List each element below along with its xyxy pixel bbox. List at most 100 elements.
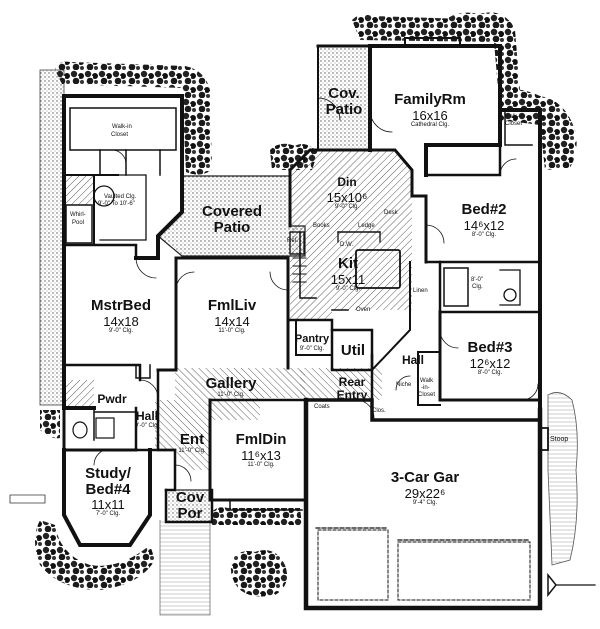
room-name: Ent <box>179 431 205 448</box>
bed3-closet-label-a: Walk <box>420 378 434 384</box>
top-right-shrubs <box>448 12 512 40</box>
room-master-bed: MstrBed 14x18 9'-0" Clg. <box>76 298 166 335</box>
room-name: Pantry <box>294 333 330 345</box>
bed3-closet-label-b: -in- <box>421 385 430 391</box>
right-shrubs <box>498 88 577 170</box>
room-name: Hall <box>135 409 158 423</box>
room-fmlliv: FmlLiv 14x14 11'-0" Clg. <box>192 298 272 335</box>
room-name: Din <box>337 175 357 189</box>
room-name-b: Por <box>177 504 203 522</box>
vaulted-ceiling-label: Vaulted Clg. <box>104 194 137 200</box>
room-ceiling: 8'-0" Clg. <box>471 232 497 239</box>
room-ceiling: 9'-0" Clg. <box>134 422 160 429</box>
bed3-closet-label-c: Closet <box>418 392 436 398</box>
front-walk <box>159 520 211 616</box>
room-name-a: Rear <box>338 375 366 389</box>
coats-label: Coats <box>314 404 330 410</box>
landscaping <box>9 12 578 616</box>
room-gallery: Gallery 11'-0" Clg. <box>196 376 266 398</box>
room-size: 11⁶x13 <box>241 447 281 463</box>
room-bed3: Bed#3 12⁶x12 8'-0" Clg. <box>450 340 530 377</box>
kitchen-tile <box>290 248 412 320</box>
master-bath-tile <box>66 175 94 205</box>
ledge-label: Ledge <box>358 223 375 229</box>
room-name-a: Covered <box>201 203 263 220</box>
room-name: 3-Car Gar <box>390 469 460 486</box>
stoop-label: Stoop <box>550 436 569 443</box>
room-study: Study/ Bed#4 11x11 7'-0" Clg. <box>70 466 146 517</box>
room-name-a: Study/ <box>85 465 131 482</box>
room-size: 16x16 <box>412 107 448 123</box>
room-ceiling: 9'-0" Clg. <box>299 345 325 352</box>
porch-shrubs <box>210 507 302 525</box>
vaulted-ceiling-height: 9'-0" To 10'-6" <box>98 201 135 207</box>
room-ceiling: 9'-0" Clg. <box>108 328 134 335</box>
room-size: 14⁶x12 <box>463 217 505 233</box>
room-ceiling: 9'-0" Clg. <box>334 204 360 211</box>
room-cov-porch: Cov Por <box>168 490 212 522</box>
room-ceiling: 11'-0" Clg. <box>178 447 206 454</box>
whirlpool-label-a: Whirl- <box>70 212 86 218</box>
room-family: FamilyRm 16x16 Cathedral Clg. <box>388 92 472 129</box>
oven-label: Oven <box>356 307 371 313</box>
room-covered-patio: Covered Patio <box>188 204 276 236</box>
rear-entry-tile <box>300 368 382 400</box>
room-bed2: Bed#2 14⁶x12 8'-0" Clg. <box>444 202 524 239</box>
room-garage: 3-Car Gar 29x22⁶ 9'-4" Clg. <box>370 470 480 507</box>
whirlpool-label-b: Pool <box>72 220 85 226</box>
bed2-closet-label-b: Closet <box>505 121 523 127</box>
corner-shrub <box>40 410 60 439</box>
room-size: 12⁶x12 <box>469 355 511 371</box>
room-name: Pwdr <box>97 392 127 406</box>
pwdr-tile <box>66 380 94 408</box>
room-rear-entry: Rear Entry <box>332 376 372 401</box>
room-size: 11x11 <box>91 496 125 512</box>
room-name: Bed#2 <box>461 201 507 218</box>
left-planter <box>39 69 65 406</box>
room-cov-patio: Cov. Patio <box>316 86 372 118</box>
room-fmldin: FmlDin 11⁶x13 11'-0" Clg. <box>224 432 298 469</box>
room-name: MstrBed <box>90 297 151 314</box>
refrigerator-label: Ref. <box>287 238 299 244</box>
room-name: Kit <box>338 255 358 272</box>
niche-label: Niche <box>396 382 412 388</box>
room-name: Util <box>340 342 366 359</box>
room-din: Din 15x10⁶ 9'-0" Clg. <box>312 174 382 211</box>
walls <box>62 37 596 611</box>
room-ceiling: 8'-0" Clg. <box>477 370 503 377</box>
closet-label: Clos. <box>372 408 386 414</box>
room-pwdr: Pwdr <box>92 391 132 408</box>
room-name: Hall <box>401 353 424 367</box>
walkin-closet-label-b: Closet <box>111 132 129 138</box>
dishwasher-label: D.W. <box>340 242 353 248</box>
bed2-closet-label-a: Walk-in <box>504 114 524 120</box>
room-name-b: Entry <box>336 387 368 402</box>
room-name-b: Bed#4 <box>85 480 131 498</box>
room-name: FmlLiv <box>207 297 257 314</box>
room-size: 14x18 <box>103 313 139 329</box>
room-size: 15x10⁶ <box>326 189 368 205</box>
books-label: Books <box>313 223 330 229</box>
room-ent: Ent 11'-0" Clg. <box>172 432 212 454</box>
room-name: FmlDin <box>235 431 287 448</box>
right-garden <box>547 392 578 566</box>
room-ceiling: 9'-0" Clg. <box>335 286 361 293</box>
room-hall-right: Hall <box>398 352 428 369</box>
room-hall-left: Hall 9'-0" Clg. <box>134 410 160 429</box>
room-name: Gallery <box>205 375 257 392</box>
room-ceiling: 7'-0" Clg. <box>95 511 121 518</box>
linen-label: Linen <box>413 288 428 294</box>
room-name-b: Patio <box>213 218 251 236</box>
bath-ceiling-label-a: 8'-0" <box>471 277 483 283</box>
bath-ceiling-label-b: Clg. <box>472 284 483 290</box>
room-name-b: Patio <box>325 100 363 118</box>
left-fence <box>9 494 46 504</box>
cov-porch-area <box>165 489 213 523</box>
room-name: FamilyRm <box>394 91 466 108</box>
room-name-a: Cov <box>175 489 205 506</box>
room-size: 14x14 <box>214 313 250 329</box>
room-size: 15x11 <box>330 271 366 287</box>
master-suite-shrubs <box>55 61 212 175</box>
room-ceiling: 11'-0" Clg. <box>218 328 246 335</box>
